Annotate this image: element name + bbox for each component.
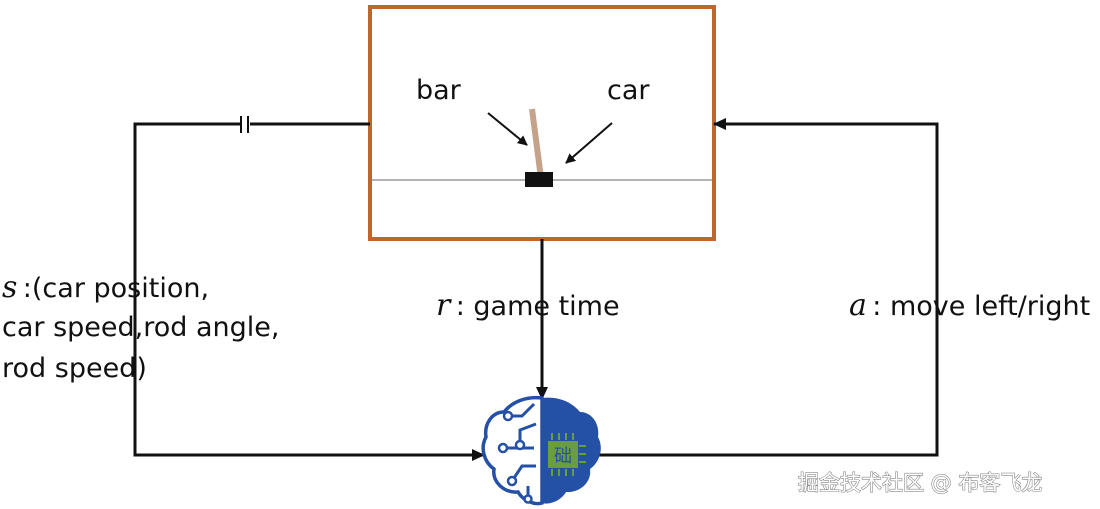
state-symbol: s: [2, 270, 17, 305]
cart-shape: [525, 172, 553, 187]
environment-box: bar car: [368, 5, 716, 241]
state-connector-line: [133, 122, 485, 461]
state-line-break-symbol: [240, 116, 250, 133]
reward-text: : game time: [450, 291, 619, 322]
car-label: car: [607, 75, 650, 106]
car-pointer-arrow: [565, 122, 613, 164]
action-connector-line: [598, 118, 939, 457]
brain-circuit-nodes: [497, 410, 533, 504]
environment-frame: [368, 5, 716, 241]
action-label: a : move left/right: [849, 288, 1090, 323]
reward-label: r : game time: [436, 288, 620, 323]
action-symbol: a: [849, 288, 867, 323]
reward-symbol: r: [436, 288, 452, 323]
brain-chip-icon: 础: [481, 395, 601, 506]
rod-shape: [529, 108, 544, 179]
state-path: [133, 116, 485, 461]
bar-pointer-arrow: [487, 112, 528, 146]
chip-pins: [551, 433, 586, 476]
action-text: : move left/right: [867, 291, 1090, 322]
state-label: s :(car position,: [2, 270, 209, 305]
bar-label: bar: [416, 75, 462, 106]
state-line-3: rod speed): [2, 353, 147, 384]
brain-left-hemisphere: [481, 395, 544, 506]
chip-glyph: 础: [554, 446, 572, 467]
state-line-2: car speed,rod angle,: [2, 312, 279, 343]
state-line-1: :(car position,: [17, 273, 209, 304]
watermark-text: 掘金技术社区 @ 布客飞龙: [798, 471, 1042, 495]
